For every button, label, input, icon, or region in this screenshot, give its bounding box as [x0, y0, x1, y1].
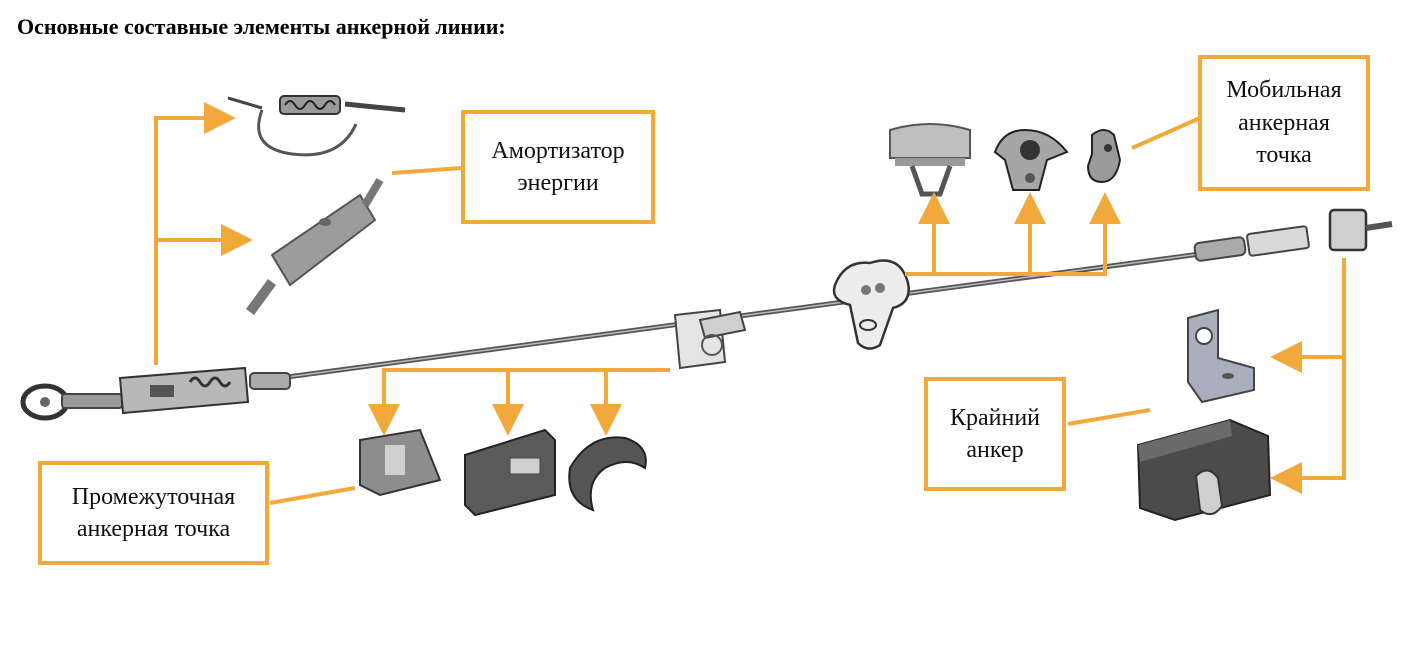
- energy-absorber-coil: [227, 95, 406, 157]
- label-line: анкерная точка: [76, 516, 231, 542]
- label-line: Крайний: [949, 404, 1041, 431]
- tensioner-body: [118, 366, 291, 415]
- label-line: анкерная: [1238, 109, 1330, 136]
- connector-absorber: [154, 102, 463, 365]
- right-end-tensioner: [1193, 208, 1393, 262]
- intermediate-product-bracket: [464, 428, 556, 517]
- mobile-product-sliding: [889, 123, 971, 197]
- connector-intermediate: [269, 368, 670, 505]
- label-intermediate-anchor: Промежуточная анкерная точка: [38, 461, 269, 565]
- connector-end-anchor: [1067, 258, 1346, 494]
- mobile-anchor-on-line: [832, 259, 910, 350]
- label-end-anchor: Крайний анкер: [924, 377, 1066, 491]
- intermediate-anchor-on-line: [673, 308, 747, 370]
- label-energy-absorber: Амортизатор энергии: [461, 110, 655, 224]
- label-line: энергии: [517, 170, 599, 196]
- end-anchor-angle-bracket: [1187, 308, 1255, 404]
- label-mobile-anchor: Мобильная анкерная точка: [1198, 55, 1370, 191]
- connector-mobile: [905, 116, 1201, 276]
- intermediate-product-hook: [568, 436, 647, 512]
- energy-absorber-box: [245, 177, 384, 315]
- mobile-product-trolley: [993, 128, 1069, 191]
- left-end-eye: [20, 383, 123, 421]
- label-line: Промежуточная: [71, 483, 236, 510]
- label-line: анкер: [966, 437, 1024, 463]
- mobile-product-shackle: [1086, 129, 1122, 184]
- end-anchor-channel: [1136, 418, 1272, 522]
- label-line: точка: [1256, 142, 1312, 169]
- label-line: Амортизатор: [491, 137, 625, 164]
- label-line: Мобильная: [1226, 77, 1342, 104]
- intermediate-product-clamp: [359, 428, 442, 497]
- page-title: Основные составные элементы анкерной лин…: [17, 14, 506, 39]
